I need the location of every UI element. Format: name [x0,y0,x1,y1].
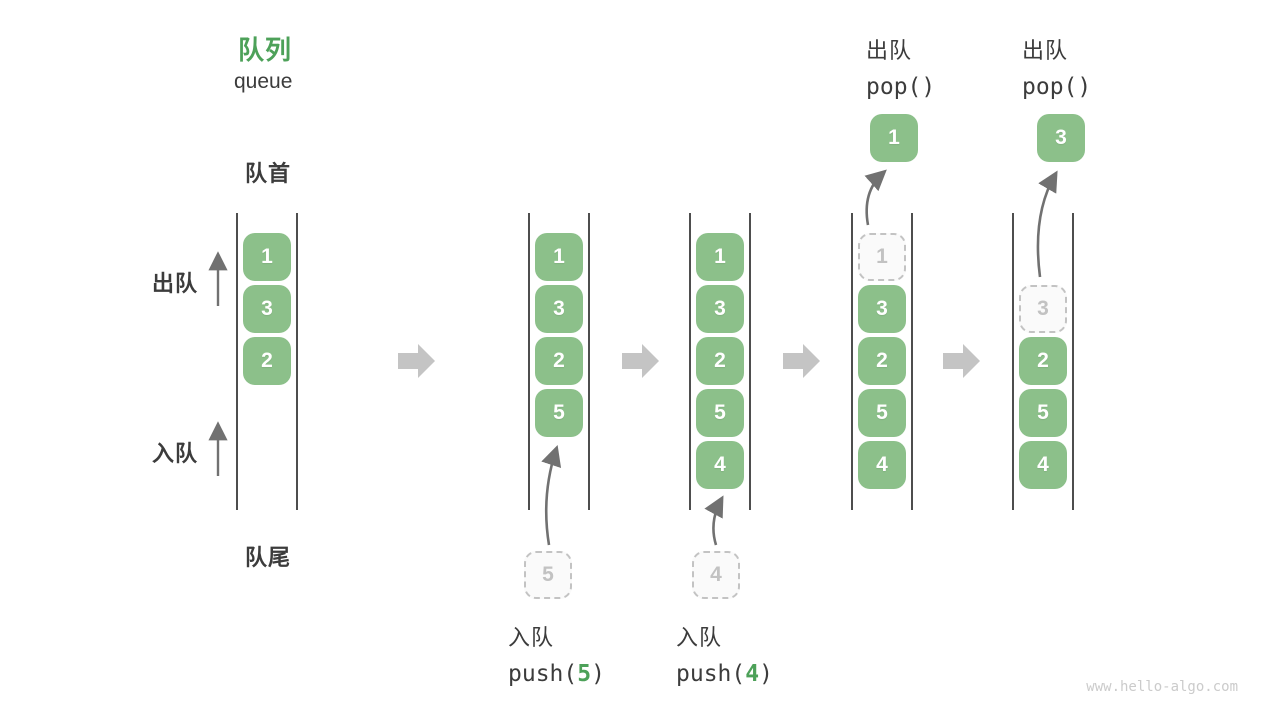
popped-item: 3 [1037,114,1085,162]
enqueue-side-label: 入队 [152,441,199,466]
pop-operation-label: 出队 [1022,38,1069,63]
pop-operation-2: 出队 pop() [1022,33,1091,100]
rear-label: 队尾 [245,545,292,570]
queue-item: 5 [696,389,744,437]
queue-item: 5 [1019,389,1067,437]
queue-item: 3 [243,285,291,333]
code-pre: push( [676,661,746,687]
incoming-ghost-item: 4 [692,551,740,599]
queue-item: 1 [696,233,744,281]
pop-operation-1: 出队 pop() [866,33,935,100]
queue-item: 5 [858,389,906,437]
code-arg: 4 [745,661,760,687]
queue-item: 3 [535,285,583,333]
queue-item: 2 [535,337,583,385]
push-operation-code: push(4) [676,661,773,687]
queue-column-3: 1 3 2 5 4 [689,213,751,510]
queue-item: 1 [243,233,291,281]
queue-title-en: queue [234,70,293,93]
dequeue-side-label: 出队 [152,271,199,296]
code-post: ) [591,661,605,687]
queue-item: 2 [696,337,744,385]
step-arrow-icon-1 [398,344,435,378]
queue-item: 4 [696,441,744,489]
push-operation-label: 入队 [676,625,723,650]
push-operation-code: push(5) [508,661,605,687]
queue-column-5: 3 2 5 4 [1012,213,1074,510]
pop-operation-code: pop() [1022,74,1092,100]
queue-item: 2 [1019,337,1067,385]
queue-item: 3 [696,285,744,333]
queue-item: 4 [1019,441,1067,489]
queue-item: 5 [535,389,583,437]
popped-ghost-item: 1 [858,233,906,281]
code-arg: 5 [577,661,592,687]
step-arrow-icon-2 [622,344,659,378]
pop-operation-code: pop() [866,74,936,100]
code-post: ) [759,661,773,687]
queue-item: 2 [243,337,291,385]
queue-title-zh: 队列 [238,35,293,65]
pop-operation-label: 出队 [866,38,913,63]
queue-column-1: 1 3 2 [236,213,298,510]
push-operation-2: 入队 push(4) [676,620,773,687]
queue-item: 3 [858,285,906,333]
step-arrow-icon-3 [783,344,820,378]
push-operation-1: 入队 push(5) [508,620,605,687]
code-pre: push( [508,661,578,687]
queue-column-4: 1 3 2 5 4 [851,213,913,510]
queue-item: 2 [858,337,906,385]
incoming-ghost-item: 5 [524,551,572,599]
watermark: www.hello-algo.com [1086,679,1238,695]
queue-item: 4 [858,441,906,489]
push-operation-label: 入队 [508,625,555,650]
step-arrow-icon-4 [943,344,980,378]
queue-column-2: 1 3 2 5 [528,213,590,510]
popped-ghost-item: 3 [1019,285,1067,333]
queue-item: 1 [535,233,583,281]
front-label: 队首 [245,161,292,186]
popped-item: 1 [870,114,918,162]
